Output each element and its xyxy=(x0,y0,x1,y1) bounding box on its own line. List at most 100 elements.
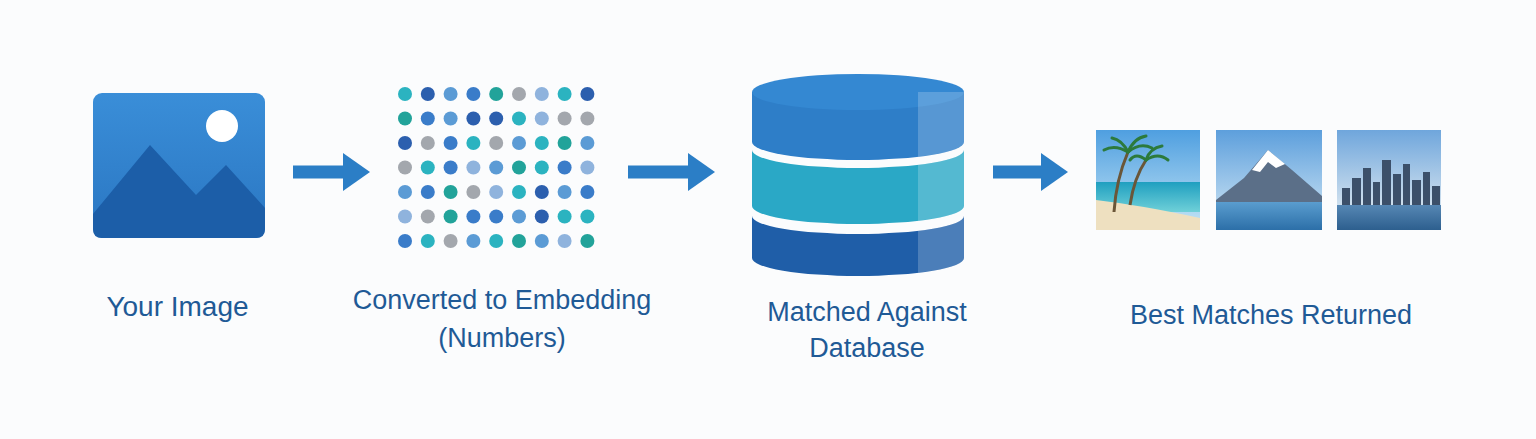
city-photo xyxy=(1337,130,1441,230)
step-label-text: Best Matches Returned xyxy=(1061,297,1481,333)
embedding-dot xyxy=(535,112,549,126)
palm-trunk xyxy=(1114,152,1128,212)
building xyxy=(1373,182,1380,205)
embedding-dot xyxy=(558,87,572,101)
image-icon xyxy=(93,93,265,238)
embedding-dot xyxy=(466,185,480,199)
embedding-dot xyxy=(444,185,458,199)
embedding-dot xyxy=(558,210,572,224)
embedding-dot xyxy=(489,210,503,224)
embedding-dot xyxy=(421,87,435,101)
flow-arrow xyxy=(993,166,1041,179)
photo-sky xyxy=(1216,130,1322,230)
embedding-dot xyxy=(580,210,594,224)
embedding-dot xyxy=(444,234,458,248)
embedding-dot xyxy=(421,234,435,248)
embedding-dot xyxy=(398,112,412,126)
embedding-dot xyxy=(535,87,549,101)
building xyxy=(1432,186,1440,205)
cylinder-shade-band xyxy=(918,150,964,224)
palm-trunk xyxy=(1130,160,1146,205)
embedding-dots xyxy=(398,87,594,248)
embedding-dot xyxy=(558,112,572,126)
process-step: Best Matches Returned xyxy=(1068,72,1472,272)
cylinder-band xyxy=(752,216,964,276)
embedding-dot xyxy=(421,112,435,126)
embedding-dot xyxy=(489,234,503,248)
cylinder-shade xyxy=(918,92,964,276)
embedding-dot xyxy=(398,185,412,199)
photo-mountain xyxy=(1216,150,1322,204)
building xyxy=(1403,164,1410,205)
embedding-dot xyxy=(489,112,503,126)
palm-leaf xyxy=(1130,156,1146,160)
embedding-dot xyxy=(421,185,435,199)
embedding-dot xyxy=(580,87,594,101)
building xyxy=(1382,160,1391,205)
embedding-dot xyxy=(466,87,480,101)
step-label-text: Converted to Embedding (Numbers) xyxy=(330,281,675,357)
step-label: Matched Against Database xyxy=(732,294,1002,366)
flow-arrow xyxy=(628,166,688,179)
cylinder-shade-band xyxy=(918,216,964,276)
step-label: Converted to Embedding (Numbers) xyxy=(330,281,675,357)
building xyxy=(1363,168,1371,205)
embedding-dot xyxy=(398,234,412,248)
embedding-dot xyxy=(512,210,526,224)
process-step: Matched Against Database xyxy=(715,72,993,272)
palm-leaf xyxy=(1112,138,1128,152)
embedding-dot xyxy=(466,161,480,175)
process-step: Your Image xyxy=(80,72,293,272)
embedding-dot xyxy=(580,234,594,248)
step-label-text: Your Image xyxy=(48,289,308,325)
photo-water xyxy=(1216,202,1322,230)
icon-sun xyxy=(206,110,238,142)
embedding-dot xyxy=(421,161,435,175)
embedding-dot xyxy=(398,210,412,224)
flow-arrow xyxy=(293,166,343,179)
embedding-dot xyxy=(535,136,549,150)
embedding-dot xyxy=(535,161,549,175)
embedding-dot xyxy=(580,112,594,126)
embedding-dot xyxy=(444,87,458,101)
embedding-dot xyxy=(466,234,480,248)
step-label: Best Matches Returned xyxy=(1061,297,1481,333)
embedding-dot xyxy=(489,87,503,101)
palm-leaves xyxy=(1104,136,1168,160)
embedding-dot xyxy=(444,136,458,150)
embedding-dot xyxy=(558,185,572,199)
photo-sand xyxy=(1096,200,1200,230)
embedding-dot xyxy=(535,234,549,248)
embedding-dot xyxy=(466,112,480,126)
photo-snow xyxy=(1252,150,1285,172)
cylinder-band xyxy=(752,150,964,224)
palm-leaf xyxy=(1146,156,1168,160)
building xyxy=(1393,174,1401,205)
city-skyline xyxy=(1342,160,1440,205)
step-label-text: Matched Against Database xyxy=(732,294,1002,366)
building xyxy=(1423,172,1430,205)
embedding-dot xyxy=(421,136,435,150)
embedding-dot xyxy=(535,185,549,199)
embedding-dot xyxy=(489,185,503,199)
embedding-dot xyxy=(398,87,412,101)
process-step: Converted to Embedding (Numbers) xyxy=(370,72,628,272)
icon-mountains xyxy=(93,145,265,238)
embedding-dot xyxy=(398,161,412,175)
embedding-dot xyxy=(444,210,458,224)
mountain-photo xyxy=(1216,130,1322,230)
embedding-dot xyxy=(512,185,526,199)
photo-sky xyxy=(1096,130,1200,230)
embedding-dot xyxy=(466,136,480,150)
embedding-dot xyxy=(512,161,526,175)
embedding-dot xyxy=(444,161,458,175)
embedding-dot xyxy=(558,136,572,150)
photo-water xyxy=(1337,205,1441,230)
embedding-dot xyxy=(398,136,412,150)
embedding-dot xyxy=(512,112,526,126)
building xyxy=(1342,188,1350,205)
embedding-dot xyxy=(444,112,458,126)
